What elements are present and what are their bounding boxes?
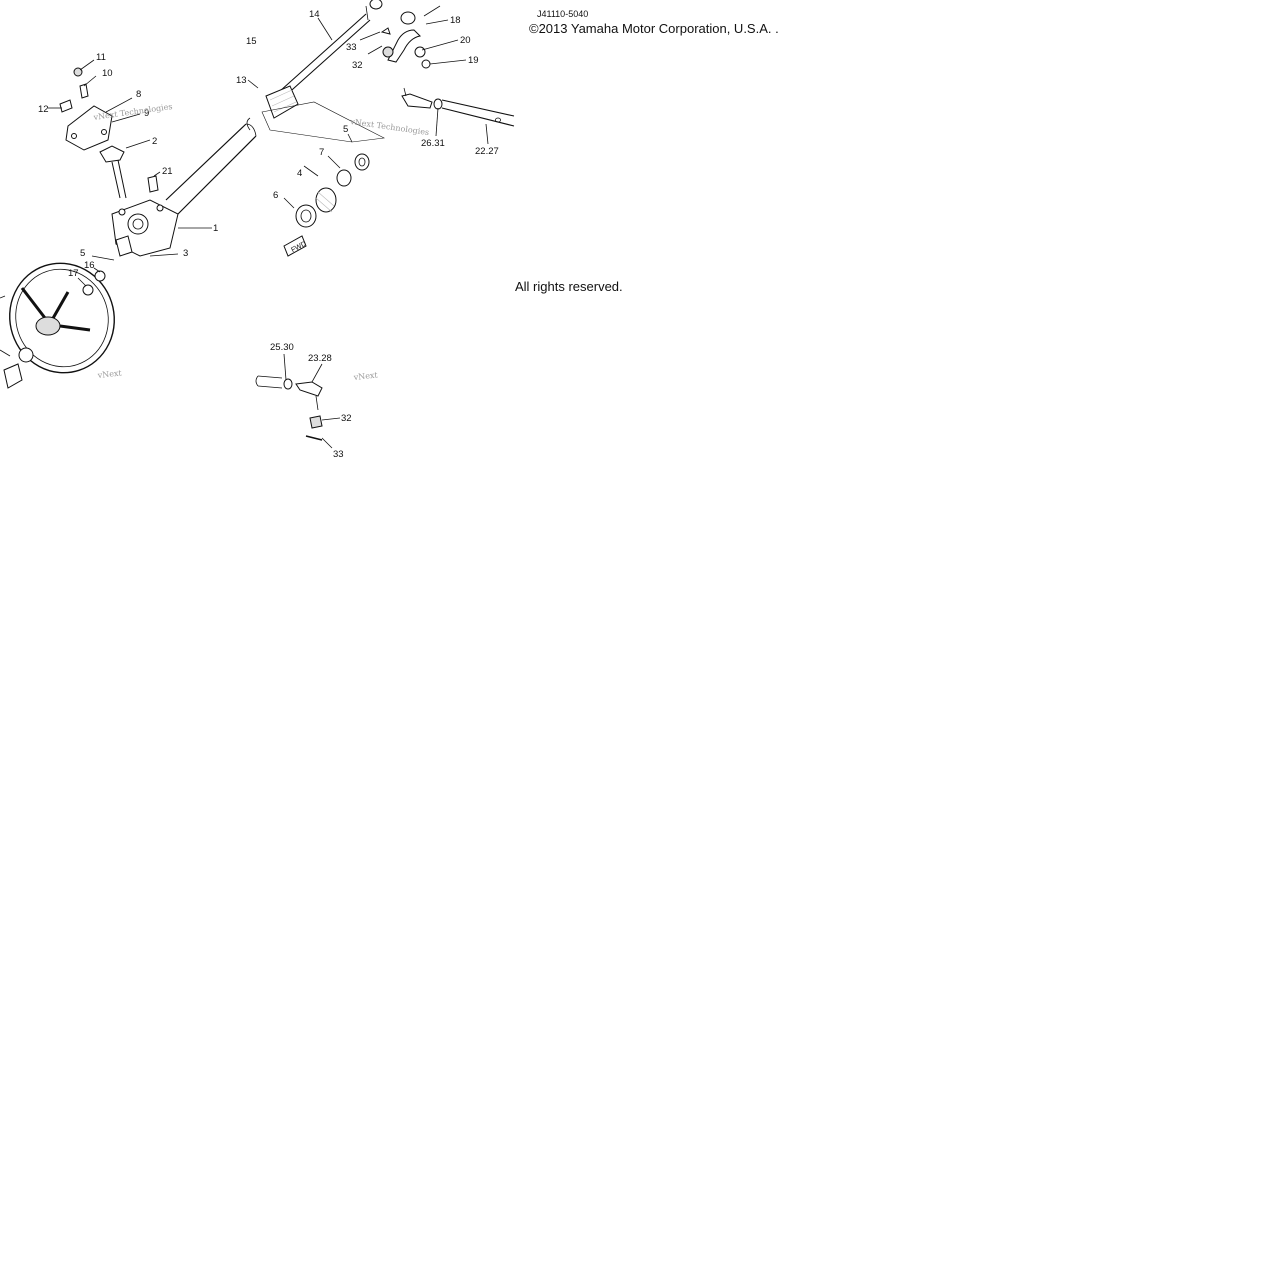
callout-3: 3	[183, 248, 188, 259]
callout-16: 16	[84, 260, 95, 271]
callout-5-upper: 5	[343, 124, 348, 135]
callout-22-27: 22.27	[475, 146, 499, 157]
callouts: 1 2 3 4 5 5 6 7 8 9 10 11 12 13 14 15 16…	[38, 9, 499, 460]
watermark-wheel: vNext	[96, 368, 123, 380]
copyright-notice: ©2013 Yamaha Motor Corporation, U.S.A. .	[529, 21, 779, 36]
callout-21: 21	[162, 166, 173, 177]
callout-23-28: 23.28	[308, 353, 332, 364]
callout-9: 9	[144, 108, 149, 119]
callout-18: 18	[450, 15, 461, 26]
callout-33-lower: 33	[333, 449, 344, 460]
steering-shaft	[261, 5, 386, 143]
diagram-code: J41110-5040	[537, 9, 589, 19]
callout-13: 13	[236, 75, 247, 86]
callout-10: 10	[102, 68, 113, 79]
callout-5-lower: 5	[80, 248, 85, 259]
callout-17: 17	[68, 268, 79, 279]
callout-32-upper: 32	[352, 60, 363, 71]
callout-14: 14	[309, 9, 320, 20]
leader-lines	[48, 5, 489, 449]
tie-rod-end-detail	[255, 375, 323, 441]
callout-25-30: 25.30	[270, 342, 294, 353]
bearing-stack	[283, 153, 370, 257]
gearbox-cover	[59, 67, 159, 199]
pitman-arm-assembly	[369, 0, 515, 127]
callout-6: 6	[273, 190, 278, 201]
callout-8: 8	[136, 89, 141, 100]
watermark-center: vNext Technologies	[349, 117, 430, 137]
callout-33-upper: 33	[346, 42, 357, 53]
watermark-tie-rod: vNext	[352, 370, 379, 382]
rights-notice: All rights reserved.	[515, 279, 623, 294]
callout-32-lower: 32	[341, 413, 352, 424]
callout-15: 15	[246, 36, 257, 47]
callout-11: 11	[96, 52, 106, 63]
steering-gearbox	[111, 117, 257, 257]
callout-12: 12	[38, 104, 49, 115]
callout-2: 2	[152, 136, 157, 147]
callout-19: 19	[468, 55, 479, 66]
callout-1: 1	[213, 223, 218, 234]
callout-20: 20	[460, 35, 471, 46]
watermark-upper-left: vNext Technologies	[92, 102, 173, 122]
steering-wheel	[0, 262, 115, 389]
callout-7: 7	[319, 147, 324, 158]
callout-26-31: 26.31	[421, 138, 445, 149]
callout-4: 4	[297, 168, 302, 179]
